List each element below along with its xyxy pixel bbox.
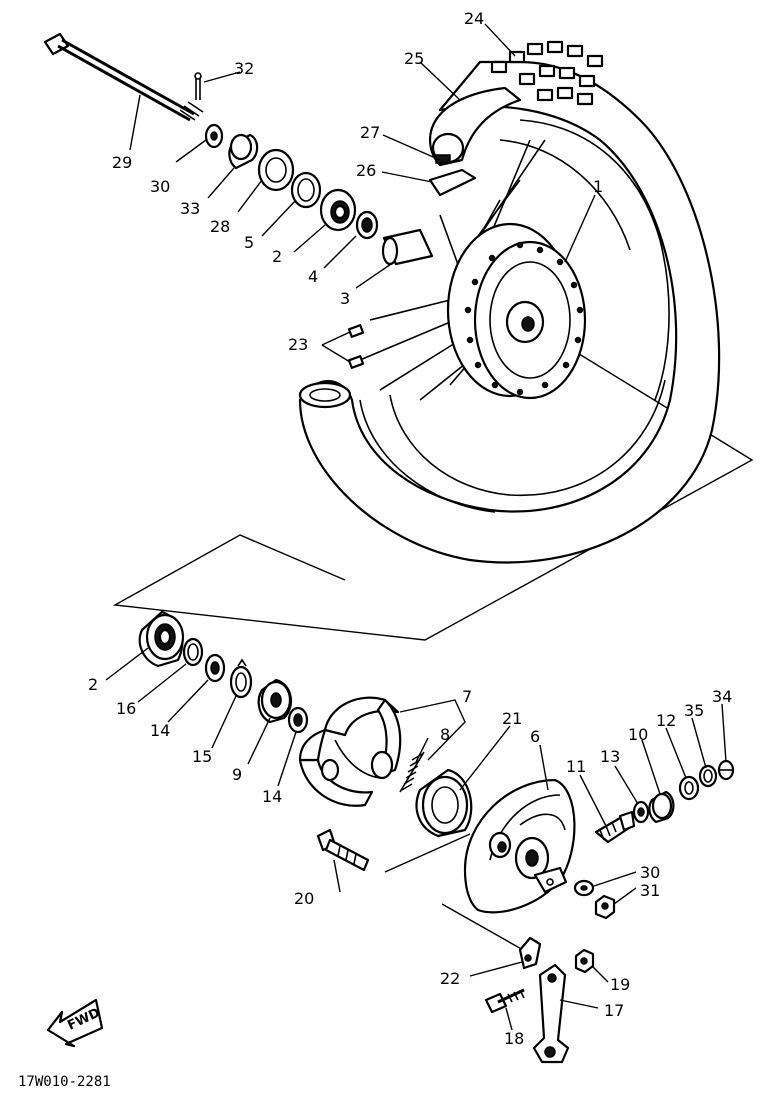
bolt-18 bbox=[484, 988, 525, 1014]
camshaft-lever bbox=[532, 963, 570, 1064]
meter-gear bbox=[594, 810, 636, 844]
callout-15: 15 bbox=[192, 747, 212, 766]
circlip-34 bbox=[717, 759, 735, 781]
callout-29: 29 bbox=[112, 153, 132, 172]
upper-group-outline bbox=[112, 329, 754, 641]
spacer bbox=[381, 228, 434, 266]
wheel-hub bbox=[446, 222, 587, 400]
callout-6: 6 bbox=[530, 727, 540, 746]
callout-8: 8 bbox=[440, 725, 450, 744]
oil-seal-lower bbox=[415, 768, 473, 838]
bearing-upper bbox=[319, 188, 357, 232]
nut-19 bbox=[574, 948, 595, 974]
cam-lever-small bbox=[518, 936, 542, 970]
washer-4 bbox=[355, 210, 379, 240]
callout-11: 11 bbox=[566, 757, 586, 776]
callout-12: 12 bbox=[656, 711, 676, 730]
lower-group-outline bbox=[384, 833, 533, 956]
callout-35: 35 bbox=[684, 701, 704, 720]
forward-arrow-icon: FWD bbox=[46, 998, 104, 1048]
callout-32: 32 bbox=[234, 59, 254, 78]
callout-31: 31 bbox=[640, 881, 660, 900]
rim-band bbox=[428, 168, 477, 197]
callout-20: 20 bbox=[294, 889, 314, 908]
washer-upper bbox=[204, 123, 224, 149]
oil-seal-12 bbox=[678, 775, 700, 801]
oil-seal-upper bbox=[257, 148, 295, 192]
callout-3: 3 bbox=[340, 289, 350, 308]
callout-7: 7 bbox=[462, 687, 472, 706]
callout-30-lower: 30 bbox=[640, 863, 660, 882]
hub-flange-holes bbox=[464, 241, 584, 396]
callout-labels: 1 2 2 3 4 5 6 7 8 9 10 11 12 13 14 14 15… bbox=[88, 9, 732, 1048]
washer-14-right bbox=[287, 706, 309, 734]
washer-13 bbox=[632, 800, 650, 824]
callout-5: 5 bbox=[244, 233, 254, 252]
o-ring bbox=[698, 764, 718, 788]
callout-28: 28 bbox=[210, 217, 230, 236]
collar bbox=[228, 133, 259, 170]
circlip-lower bbox=[182, 637, 204, 667]
callout-2-upper: 2 bbox=[272, 247, 282, 266]
tread-knobs bbox=[490, 40, 604, 106]
brake-spring bbox=[399, 751, 425, 793]
callout-30-upper: 30 bbox=[150, 177, 170, 196]
callout-18: 18 bbox=[504, 1029, 524, 1048]
callout-34: 34 bbox=[712, 687, 732, 706]
inner-tube bbox=[429, 86, 522, 167]
circlip-upper bbox=[290, 171, 322, 209]
bearing-lower bbox=[138, 610, 185, 668]
callout-14-left: 14 bbox=[150, 721, 170, 740]
callout-24: 24 bbox=[464, 9, 484, 28]
spoke-nipples bbox=[347, 324, 365, 369]
callout-16: 16 bbox=[116, 699, 136, 718]
callout-17: 17 bbox=[604, 1001, 624, 1020]
callout-13: 13 bbox=[600, 747, 620, 766]
callout-2-lower: 2 bbox=[88, 675, 98, 694]
callout-27: 27 bbox=[360, 123, 380, 142]
callout-33: 33 bbox=[180, 199, 200, 218]
brake-camshaft bbox=[316, 828, 370, 872]
callout-14-right: 14 bbox=[262, 787, 282, 806]
cotter-pin bbox=[194, 72, 202, 100]
washer-14-left bbox=[204, 653, 226, 683]
callout-26: 26 bbox=[356, 161, 376, 180]
leader-lines bbox=[105, 23, 727, 1031]
rim-section-cut bbox=[298, 381, 352, 409]
meter-clutch bbox=[257, 678, 293, 724]
nut-31 bbox=[594, 894, 616, 920]
callout-1: 1 bbox=[593, 177, 603, 196]
callout-4: 4 bbox=[308, 267, 318, 286]
wheel-tire bbox=[298, 40, 721, 564]
front-axle bbox=[43, 32, 204, 122]
lock-washer bbox=[229, 658, 253, 699]
brake-shoe-kit bbox=[298, 696, 402, 807]
callout-23: 23 bbox=[288, 335, 308, 354]
callout-10: 10 bbox=[628, 725, 648, 744]
callout-9: 9 bbox=[232, 765, 242, 784]
meter-bushing bbox=[648, 790, 675, 824]
drawing-code: 17W010-2281 bbox=[18, 1074, 111, 1090]
callout-25: 25 bbox=[404, 49, 424, 68]
callout-19: 19 bbox=[610, 975, 630, 994]
callout-21: 21 bbox=[502, 709, 522, 728]
callout-22: 22 bbox=[440, 969, 460, 988]
brake-shoe-plate bbox=[463, 778, 576, 914]
washer-lower bbox=[573, 879, 595, 897]
